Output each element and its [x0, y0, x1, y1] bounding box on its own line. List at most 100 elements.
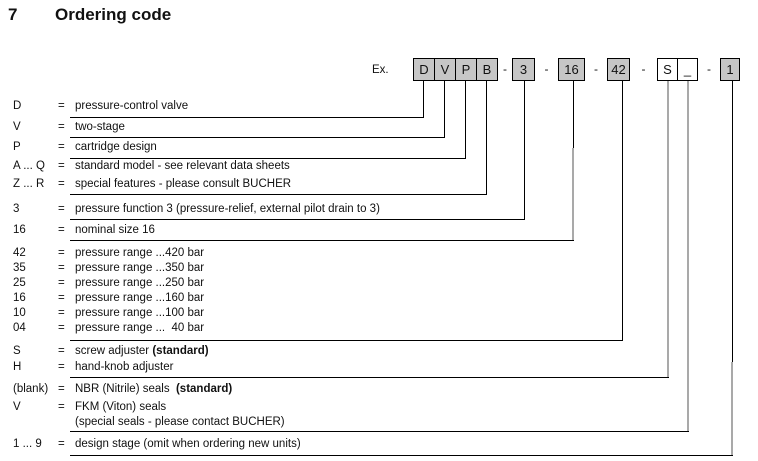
equals-sign: =: [58, 160, 65, 172]
row-code: 42: [13, 247, 26, 259]
connector-underline: [70, 137, 445, 138]
ordering-row-range-25: 25 = pressure range ...250 bar: [0, 277, 758, 289]
ordering-row-nbr: (blank) = NBR (Nitrile) seals (standard): [0, 383, 758, 395]
row-code: 25: [13, 277, 26, 289]
code-box-1: 1: [720, 58, 740, 81]
code-box-3: 3: [512, 58, 535, 81]
ordering-row-v: V = two-stage: [0, 121, 758, 133]
equals-sign: =: [58, 401, 65, 413]
ordering-row-range-35: 35 = pressure range ...350 bar: [0, 262, 758, 274]
code-box-v: V: [434, 58, 456, 81]
row-code: P: [13, 141, 21, 153]
row-code: 04: [13, 322, 26, 334]
connector-line-s: [667, 81, 669, 377]
row-code: 16: [13, 224, 26, 236]
row-description: FKM (Viton) seals: [75, 401, 167, 413]
connector-line-16: [573, 81, 574, 148]
equals-sign: =: [58, 262, 65, 274]
connector-line-3: [524, 81, 525, 219]
row-description: two-stage: [75, 121, 125, 133]
code-box-p: P: [455, 58, 477, 81]
code-box-42: 42: [607, 58, 630, 81]
equals-sign: =: [58, 383, 65, 395]
ordering-row-aq: A ... Q = standard model - see relevant …: [0, 160, 758, 172]
equals-sign: =: [58, 224, 65, 236]
row-description: special features - please consult BUCHER: [75, 178, 292, 190]
ordering-row-size: 16 = nominal size 16: [0, 224, 758, 236]
row-code: V: [13, 121, 21, 133]
connector-underline: [70, 377, 669, 378]
row-code: 35: [13, 262, 26, 274]
ordering-row-handknob: H = hand-knob adjuster: [0, 361, 758, 373]
ordering-row-function: 3 = pressure function 3 (pressure-relief…: [0, 203, 758, 215]
row-code: D: [13, 100, 22, 112]
code-separator: -: [544, 62, 549, 76]
connector-underline: [70, 117, 424, 118]
connector-line-1: [732, 81, 733, 362]
row-description: pressure range ...420 bar: [75, 247, 205, 259]
row-code: 10: [13, 307, 26, 319]
row-code: 16: [13, 292, 26, 304]
row-description: pressure range ... 40 bar: [75, 322, 205, 334]
connector-underline: [70, 431, 689, 432]
standard-flag: (standard): [152, 345, 209, 357]
row-description: standard model - see relevant data sheet…: [75, 160, 290, 172]
ordering-row-screw: S = screw adjuster (standard): [0, 345, 758, 357]
row-description: design stage (omit when ordering new uni…: [75, 438, 301, 450]
ordering-row-range-10: 10 = pressure range ...100 bar: [0, 307, 758, 319]
row-description: pressure range ...160 bar: [75, 292, 205, 304]
row-description: (special seals - please contact BUCHER): [75, 416, 285, 428]
code-box-blank: _: [677, 58, 698, 81]
code-separator: -: [594, 62, 598, 76]
code-box-b: B: [476, 58, 498, 81]
connector-underline: [70, 194, 487, 195]
ordering-row-fkm: V = FKM (Viton) seals: [0, 401, 758, 413]
equals-sign: =: [58, 322, 65, 334]
connector-line-1-lower: [731, 362, 733, 455]
row-description: pressure range ...100 bar: [75, 307, 205, 319]
code-separator: -: [707, 62, 711, 76]
equals-sign: =: [58, 307, 65, 319]
equals-sign: =: [58, 361, 65, 373]
connector-underline: [70, 240, 574, 241]
row-description: hand-knob adjuster: [75, 361, 174, 373]
row-description: cartridge design: [75, 141, 157, 153]
connector-underline: [70, 158, 466, 159]
ordering-row-special-seals: (special seals - please contact BUCHER): [0, 416, 758, 428]
connector-underline: [70, 455, 733, 456]
code-box-s: S: [657, 58, 678, 81]
row-description: pressure range ...350 bar: [75, 262, 205, 274]
ordering-row-design-stage: 1 ... 9 = design stage (omit when orderi…: [0, 438, 758, 450]
row-code: H: [13, 361, 22, 373]
equals-sign: =: [58, 178, 65, 190]
connector-line-d: [423, 81, 424, 117]
ordering-row-range-16: 16 = pressure range ...160 bar: [0, 292, 758, 304]
connector-line-16-lower: [572, 148, 574, 240]
equals-sign: =: [58, 345, 65, 357]
connector-line-p: [465, 81, 466, 158]
equals-sign: =: [58, 277, 65, 289]
connector-underline: [70, 219, 525, 220]
row-description: pressure range ...250 bar: [75, 277, 205, 289]
connector-line-b: [486, 81, 487, 194]
connector-line-seals: [687, 81, 689, 431]
row-code: Z ... R: [13, 178, 45, 190]
row-description: pressure-control valve: [75, 100, 189, 112]
code-box-d: D: [413, 58, 435, 81]
equals-sign: =: [58, 100, 65, 112]
code-box-16: 16: [558, 58, 585, 81]
equals-sign: =: [58, 141, 65, 153]
connector-underline: [70, 340, 623, 341]
section-number: 7: [8, 5, 18, 24]
row-description: pressure function 3 (pressure-relief, ex…: [75, 203, 380, 215]
equals-sign: =: [58, 203, 65, 215]
row-code: A ... Q: [13, 160, 45, 172]
equals-sign: =: [58, 247, 65, 259]
row-description: screw adjuster (standard): [75, 345, 209, 357]
code-separator: -: [503, 62, 507, 76]
ordering-row-range-42: 42 = pressure range ...420 bar: [0, 247, 758, 259]
equals-sign: =: [58, 292, 65, 304]
ordering-row-range-04: 04 = pressure range ... 40 bar: [0, 322, 758, 334]
ordering-row-p: P = cartridge design: [0, 141, 758, 153]
